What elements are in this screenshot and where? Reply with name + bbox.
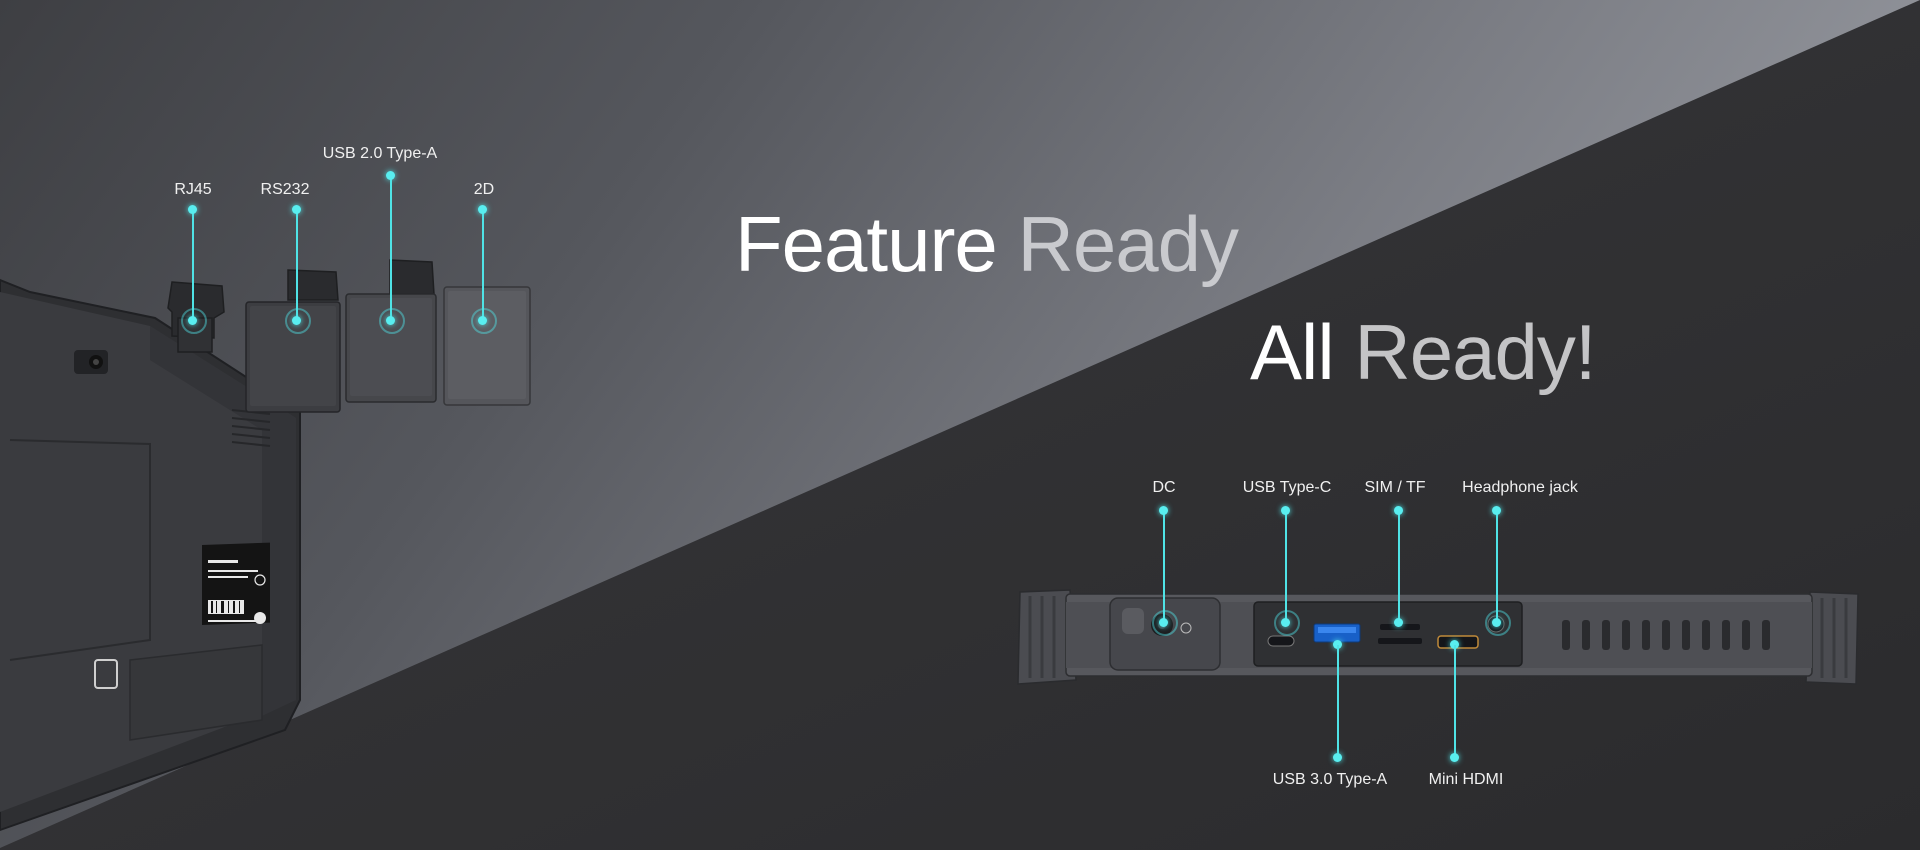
label-rs232: RS232 (260, 181, 310, 198)
headline-feature-ready: Feature Ready (735, 205, 1239, 283)
port-ring-rs232 (285, 308, 311, 334)
leader-line-rj45 (192, 210, 194, 320)
port-ring-headphone (1485, 610, 1511, 636)
port-dot-usb3 (1333, 640, 1342, 649)
port-ring-usb-c (1274, 610, 1300, 636)
leader-line-usb-c (1285, 510, 1287, 624)
label-mini-hdmi: Mini HDMI (1428, 771, 1504, 788)
headline-word-ready-exclaim: Ready! (1354, 308, 1596, 396)
label-usb-type-c: USB Type-C (1242, 479, 1332, 496)
port-ring-2d (471, 308, 497, 334)
label-2d: 2D (473, 181, 495, 198)
port-dot-sim-tf (1394, 618, 1403, 627)
leader-dot-usb2 (386, 171, 395, 180)
label-usb3-type-a: USB 3.0 Type-A (1272, 771, 1388, 788)
headline-word-feature: Feature (735, 200, 998, 288)
headline-word-ready: Ready (1017, 200, 1238, 288)
leader-line-headphone (1496, 510, 1498, 624)
port-ring-dc (1152, 610, 1178, 636)
label-sim-tf: SIM / TF (1364, 479, 1426, 496)
leader-dot-rs232 (292, 205, 301, 214)
tablet-back-illustration (0, 259, 531, 832)
headline-all-ready: All Ready! (1250, 313, 1597, 391)
leader-line-sim-tf (1398, 510, 1400, 624)
leader-line-rs232 (296, 210, 298, 320)
leader-line-2d (482, 210, 484, 320)
label-rj45: RJ45 (174, 181, 212, 198)
leader-line-usb2 (390, 176, 392, 320)
label-usb2-type-a: USB 2.0 Type-A (322, 145, 438, 162)
port-ring-rj45 (181, 308, 207, 334)
leader-dot-dc (1159, 506, 1168, 515)
leader-dot-2d (478, 205, 487, 214)
leader-dot-sim-tf (1394, 506, 1403, 515)
leader-dot-usb-c (1281, 506, 1290, 515)
leader-dot-headphone (1492, 506, 1501, 515)
leader-dot-usb3 (1333, 753, 1342, 762)
port-dot-mini-hdmi (1450, 640, 1459, 649)
leader-dot-mini-hdmi (1450, 753, 1459, 762)
leader-line-usb3 (1337, 645, 1339, 757)
label-headphone-jack: Headphone jack (1462, 479, 1578, 496)
headline-word-all: All (1250, 308, 1335, 396)
tablet-side-ports-illustration (1017, 589, 1859, 685)
leader-line-dc (1163, 510, 1165, 624)
leader-line-mini-hdmi (1454, 645, 1456, 757)
leader-dot-rj45 (188, 205, 197, 214)
port-ring-usb2 (379, 308, 405, 334)
label-dc: DC (1152, 479, 1176, 496)
